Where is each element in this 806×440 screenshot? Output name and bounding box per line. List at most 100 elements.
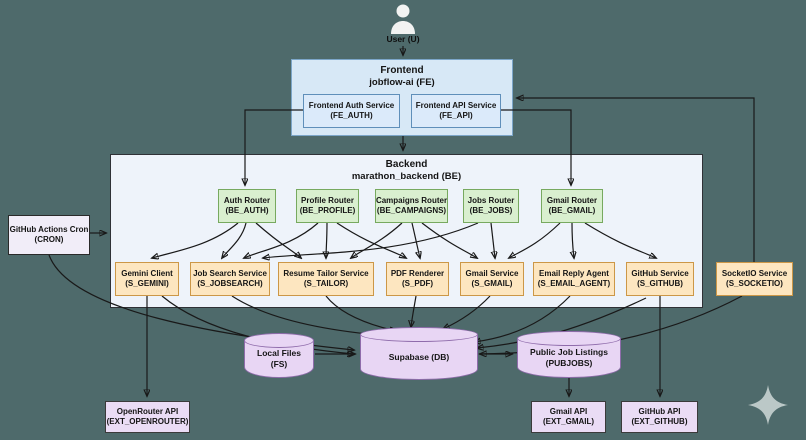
node-code: (FE_AUTH) xyxy=(330,111,373,120)
frontend-title: Frontend xyxy=(380,65,424,76)
node-label: SocketIO Service xyxy=(721,269,788,278)
node-code: (S_EMAIL_AGENT) xyxy=(537,279,611,288)
edge-bejobs-to-sgmail xyxy=(491,222,495,258)
edge-becampaigns-to-spdf xyxy=(411,222,420,258)
edge-becampaigns-to-stailor xyxy=(351,222,403,258)
node-campaigns-router: Campaigns Router (BE_CAMPAIGNS) xyxy=(375,189,448,223)
node-code: (EXT_GITHUB) xyxy=(631,417,688,426)
node-code: (S_GITHUB) xyxy=(637,279,683,288)
cylinder-top xyxy=(360,327,478,342)
edge-feauth-to-beauth xyxy=(245,109,303,185)
node-label: GitHub Actions Cron xyxy=(9,225,89,234)
node-code: (S_TAILOR) xyxy=(303,279,349,288)
node-resume-tailor-service: Resume Tailor Service (S_TAILOR) xyxy=(278,262,374,296)
node-label: Job Search Service xyxy=(193,269,267,278)
frontend-subtitle: jobflow-ai (FE) xyxy=(369,77,435,88)
node-code: (S_JOBSEARCH) xyxy=(197,279,263,288)
node-github-actions-cron: GitHub Actions Cron (CRON) xyxy=(8,215,90,255)
user-icon xyxy=(391,4,415,34)
edge-beprofile-to-spdf xyxy=(336,222,406,258)
node-label: GitHub Service xyxy=(631,269,689,278)
backend-title: Backend xyxy=(385,159,428,170)
cylinder-body: Supabase (DB) xyxy=(360,335,478,380)
node-label: Gmail Router xyxy=(546,196,598,205)
edge-becampaigns-to-sgmail xyxy=(421,222,477,258)
node-frontend-api-service: Frontend API Service (FE_API) xyxy=(411,94,501,128)
edge-bejobs-to-sjobsearch xyxy=(263,222,479,258)
node-code: (PUBJOBS) xyxy=(545,358,593,368)
node-label: PDF Renderer xyxy=(390,269,445,278)
node-gmail-api: Gmail API (EXT_GMAIL) xyxy=(531,401,606,433)
cylinder-top xyxy=(244,333,314,348)
node-gmail-service: Gmail Service (S_GMAIL) xyxy=(460,262,524,296)
node-label: Frontend API Service xyxy=(415,101,497,110)
node-code: (EXT_GMAIL) xyxy=(542,417,595,426)
node-code: (S_GMAIL) xyxy=(471,279,513,288)
edge-begmail-to-sgmail xyxy=(509,222,561,258)
edge-socketio-to-feapi xyxy=(517,98,755,262)
node-label: Email Reply Agent xyxy=(539,269,609,278)
sparkle-icon xyxy=(748,385,788,425)
edge-gemini-to-db xyxy=(161,295,354,354)
node-label: OpenRouter API xyxy=(116,407,179,416)
datastore-local-files: Local Files (FS) xyxy=(244,333,314,378)
edge-stailor-to-db xyxy=(325,295,396,331)
node-gemini-client: Gemini Client (S_GEMINI) xyxy=(115,262,179,296)
node-gmail-router: Gmail Router (BE_GMAIL) xyxy=(541,189,603,223)
node-pdf-renderer: PDF Renderer (S_PDF) xyxy=(386,262,449,296)
node-label: GitHub API xyxy=(638,407,681,416)
datastore-supabase: Supabase (DB) xyxy=(360,327,478,380)
edge-semailagent-to-db xyxy=(474,295,571,342)
node-code: (BE_AUTH) xyxy=(225,206,269,215)
node-label: Gmail Service xyxy=(465,269,519,278)
node-email-reply-agent: Email Reply Agent (S_EMAIL_AGENT) xyxy=(533,262,615,296)
node-socketio-service: SocketIO Service (S_SOCKETIO) xyxy=(716,262,793,296)
node-label: Frontend Auth Service xyxy=(308,101,395,110)
datastore-public-job-listings: Public Job Listings (PUBJOBS) xyxy=(517,331,621,378)
edge-sgmail-to-db xyxy=(443,295,491,329)
node-label: Local Files xyxy=(257,348,301,359)
node-label: Gmail API xyxy=(549,407,588,416)
node-job-search-service: Job Search Service (S_JOBSEARCH) xyxy=(190,262,270,296)
node-code: (FE_API) xyxy=(439,111,473,120)
node-label: Supabase (DB) xyxy=(388,351,450,362)
user-label: User (U) xyxy=(386,34,420,44)
edge-spdf-to-db xyxy=(411,295,417,327)
edge-begmail-to-semailagent xyxy=(572,222,574,258)
edge-beauth-to-stailor xyxy=(255,222,301,258)
node-auth-router: Auth Router (BE_AUTH) xyxy=(218,189,276,223)
node-label: Profile Router xyxy=(301,196,354,205)
edge-sjobsearch-to-db xyxy=(231,295,378,335)
node-code: (CRON) xyxy=(34,235,64,244)
node-code: (BE_JOBS) xyxy=(469,206,513,215)
node-openrouter-api: OpenRouter API (EXT_OPENROUTER) xyxy=(105,401,190,433)
node-code: (FS) xyxy=(270,359,288,369)
cylinder-top xyxy=(517,331,621,346)
edge-begmail-to-sgithub xyxy=(584,222,656,258)
edge-beprofile-to-sjobsearch xyxy=(244,222,319,258)
node-label: Resume Tailor Service xyxy=(283,269,369,278)
node-label: Campaigns Router xyxy=(375,196,448,205)
edge-beauth-to-sgemini xyxy=(152,222,239,258)
node-code: (EXT_OPENROUTER) xyxy=(106,417,189,426)
node-label: Gemini Client xyxy=(121,269,173,278)
node-code: (S_SOCKETIO) xyxy=(726,279,783,288)
edge-feapi-to-begmail xyxy=(501,109,571,185)
node-github-api: GitHub API (EXT_GITHUB) xyxy=(621,401,698,433)
backend-subtitle: marathon_backend (BE) xyxy=(351,171,462,182)
node-code: (S_PDF) xyxy=(401,279,434,288)
node-label: Public Job Listings xyxy=(530,347,608,358)
node-code: (BE_CAMPAIGNS) xyxy=(376,206,447,215)
node-frontend-auth-service: Frontend Auth Service (FE_AUTH) xyxy=(303,94,400,128)
node-profile-router: Profile Router (BE_PROFILE) xyxy=(296,189,359,223)
node-code: (BE_PROFILE) xyxy=(299,206,356,215)
node-code: (BE_GMAIL) xyxy=(548,206,596,215)
node-code: (S_GEMINI) xyxy=(125,279,169,288)
node-label: Jobs Router xyxy=(467,196,515,205)
node-label: Auth Router xyxy=(223,196,271,205)
edge-beprofile-to-stailor xyxy=(326,222,327,258)
node-jobs-router: Jobs Router (BE_JOBS) xyxy=(463,189,519,223)
edge-beauth-to-sjobsearch xyxy=(222,222,247,258)
